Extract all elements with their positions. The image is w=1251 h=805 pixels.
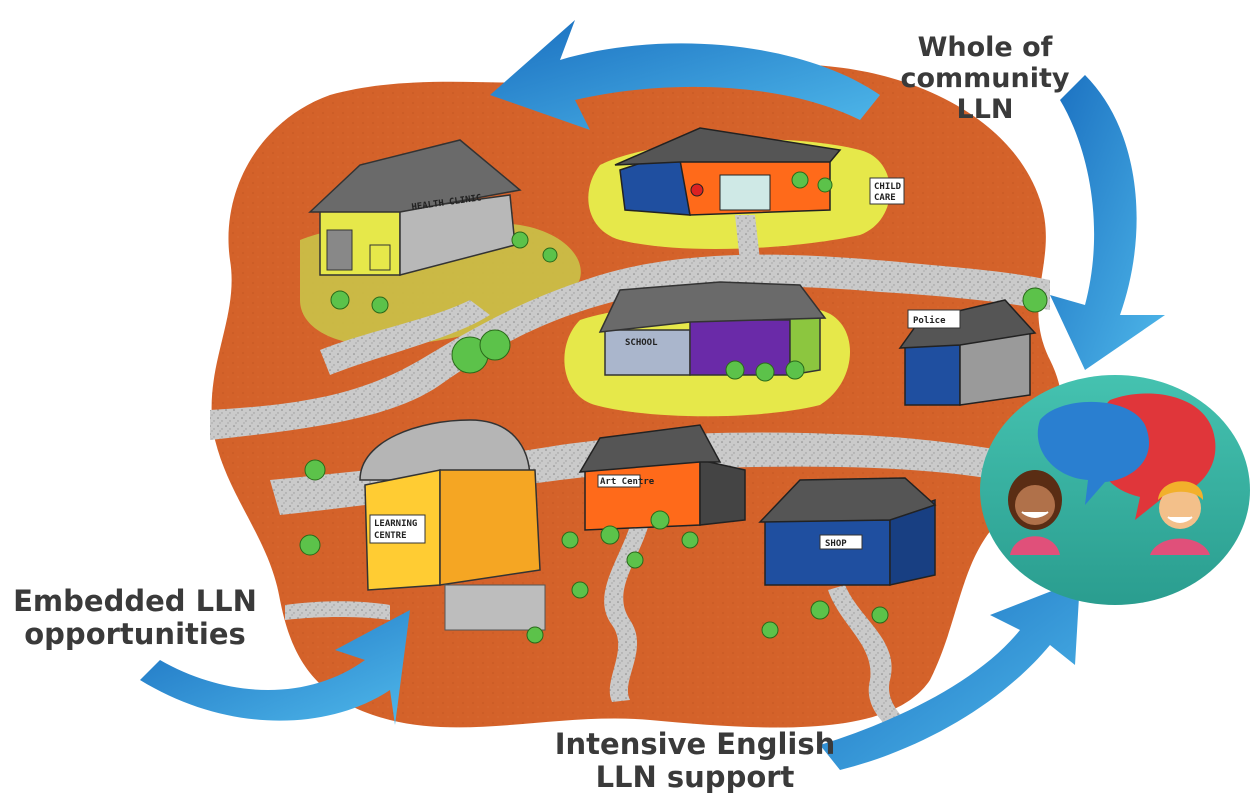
arrow-right [1050, 75, 1165, 370]
label-whole-community: Whole of community LLN [900, 32, 1070, 125]
label-embedded: Embedded LLN opportunities [5, 584, 265, 652]
label-whole-community-line2: community [900, 63, 1070, 95]
school-building: SCHOOL [598, 281, 827, 376]
road-lower [270, 432, 1000, 515]
arrow-bottom-right [820, 580, 1080, 770]
school-sign: SCHOOL [625, 338, 658, 348]
learning-centre-sign-line1: LEARNING [374, 519, 417, 529]
person-woman-icon [1008, 470, 1062, 555]
health-clinic-building: HEALTH CLINIC [308, 139, 522, 276]
path-art [604, 520, 650, 702]
intensive-support-bubble [980, 375, 1250, 605]
person-man-icon [1150, 481, 1210, 555]
label-embedded-line1: Embedded LLN [13, 584, 257, 618]
road-upper-left [320, 300, 490, 375]
arrow-top [490, 20, 880, 130]
label-intensive-line1: Intensive English [554, 727, 836, 761]
label-intensive: Intensive English LLN support [545, 727, 845, 795]
path-shop [828, 585, 910, 730]
art-centre-sign: Art Centre [600, 477, 655, 487]
path-childcare [735, 215, 760, 262]
road-bottom-left [285, 601, 390, 620]
shop-sign: SHOP [825, 539, 847, 549]
art-centre-building: Art Centre [578, 424, 746, 531]
shop-building: SHOP [758, 477, 937, 586]
police-sign: Police [913, 315, 946, 326]
child-care-sign-line1: CHILD [874, 182, 902, 192]
learning-centre-sign-line2: CENTRE [374, 531, 407, 541]
label-embedded-line2: opportunities [24, 617, 246, 652]
learning-centre-building: LEARNING CENTRE [359, 419, 546, 631]
arrow-bottom-left [140, 610, 410, 725]
child-care-sign-line2: CARE [874, 193, 896, 203]
label-whole-community-line1: Whole of [917, 32, 1053, 63]
police-building: Police [898, 299, 1037, 406]
blue-speech-bubble [1037, 401, 1150, 505]
label-intensive-line2: LLN support [595, 760, 795, 795]
label-whole-community-line3: LLN [956, 94, 1014, 126]
child-care-building: CHILD CARE [614, 127, 905, 216]
road-main [210, 254, 1050, 440]
trees [299, 171, 1048, 644]
